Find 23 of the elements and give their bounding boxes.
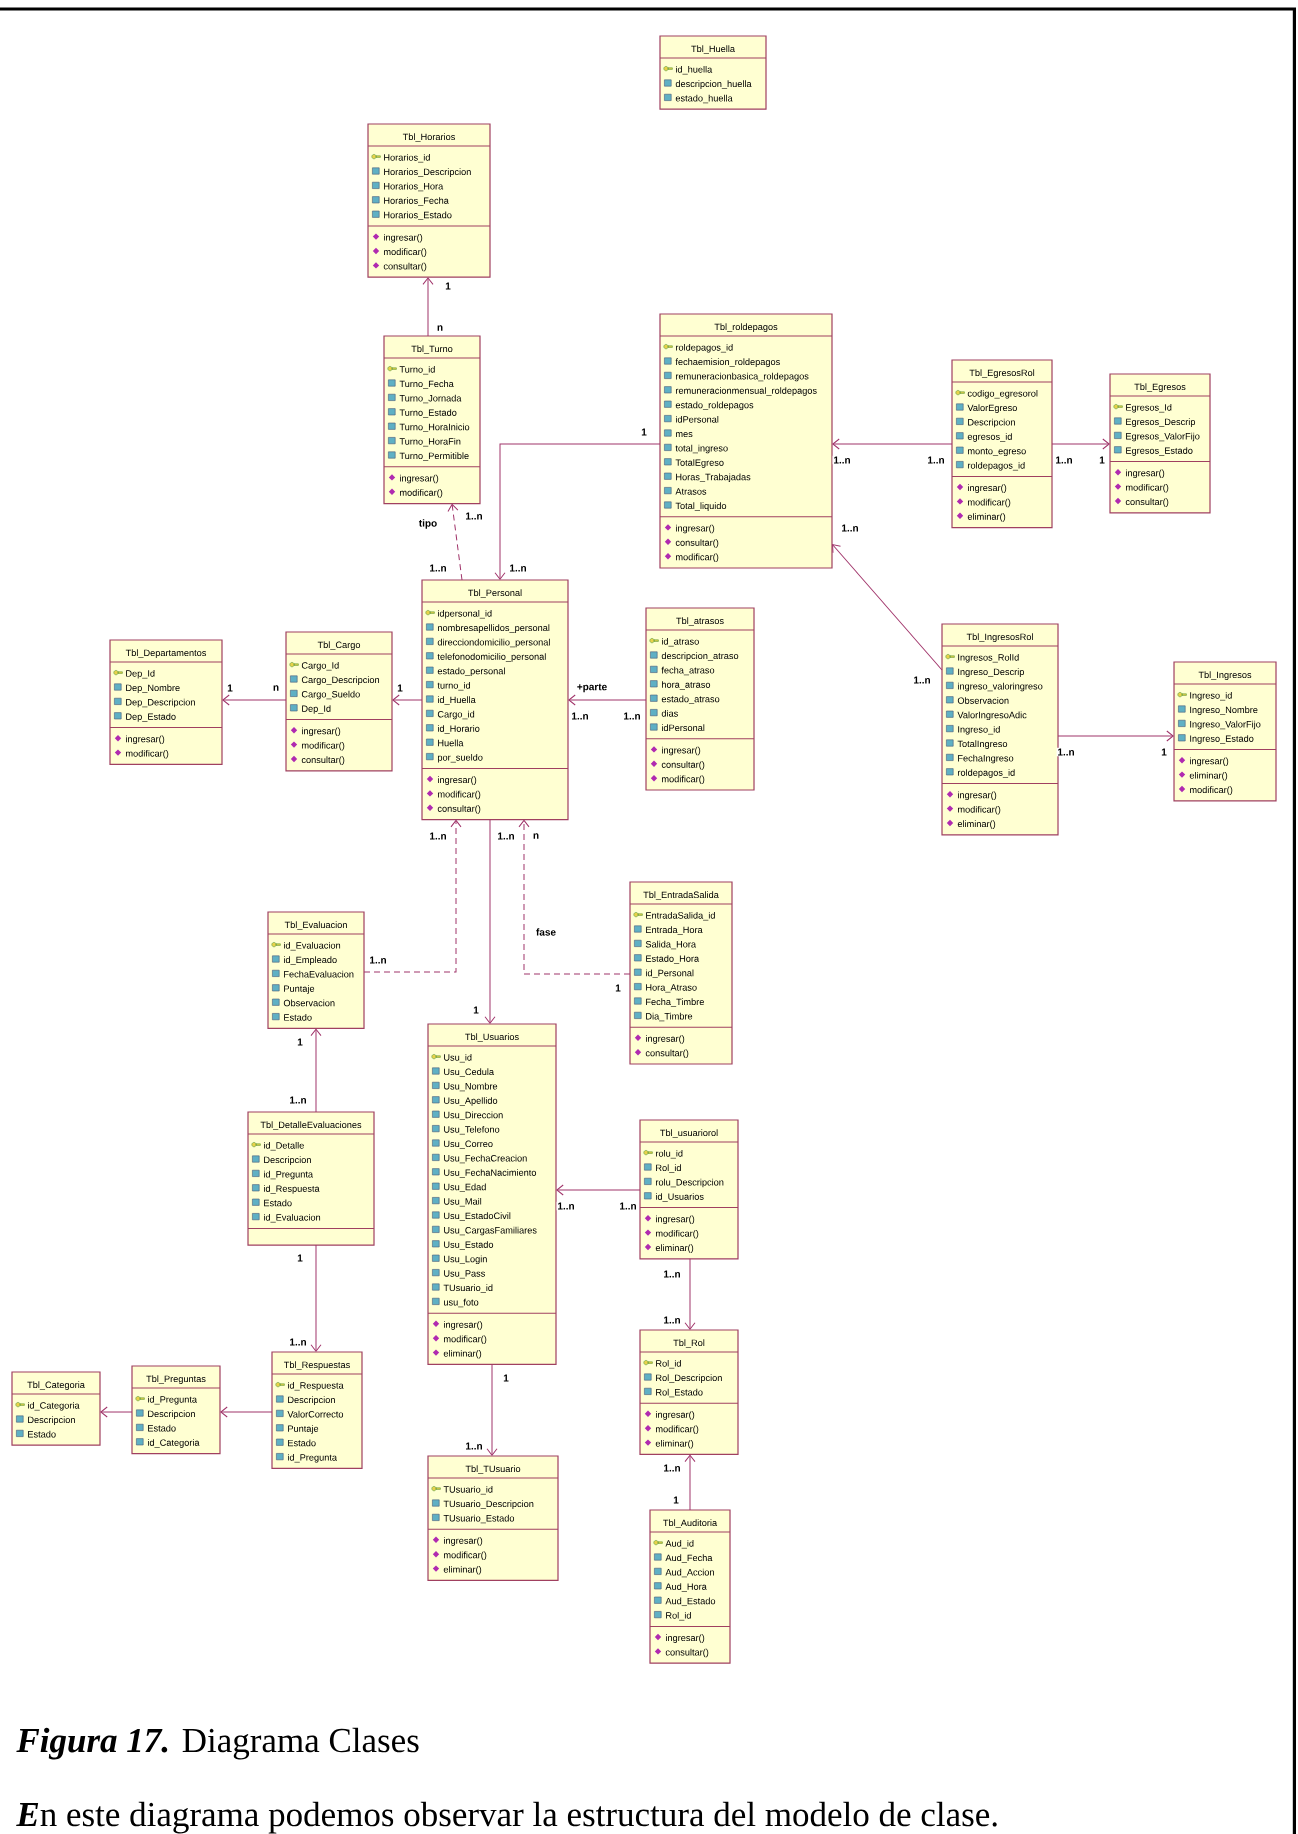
arrow <box>518 819 631 975</box>
arrow <box>220 1406 273 1418</box>
arrow <box>684 1258 696 1330</box>
arrow <box>392 694 423 706</box>
body-text: En este diagrama podemos observar la estructura del modelo de clase. <box>16 1801 997 1834</box>
arrow <box>310 1244 322 1352</box>
arrow <box>447 503 463 581</box>
figure-caption: Figura 17. Diagrama Clases <box>16 1727 419 1760</box>
arrow <box>556 1184 641 1196</box>
arrow <box>832 544 943 671</box>
arrow <box>684 1454 696 1511</box>
arrow <box>494 443 661 580</box>
arrow <box>363 819 462 973</box>
arrow <box>1057 730 1174 742</box>
arrow <box>832 438 953 450</box>
arrow <box>422 277 434 337</box>
arrow <box>484 819 496 1024</box>
arrow <box>1051 438 1110 450</box>
arrow <box>310 1028 322 1113</box>
arrow <box>486 1363 498 1456</box>
arrow <box>222 694 287 706</box>
arrow <box>100 1406 133 1418</box>
arrow <box>568 694 647 706</box>
